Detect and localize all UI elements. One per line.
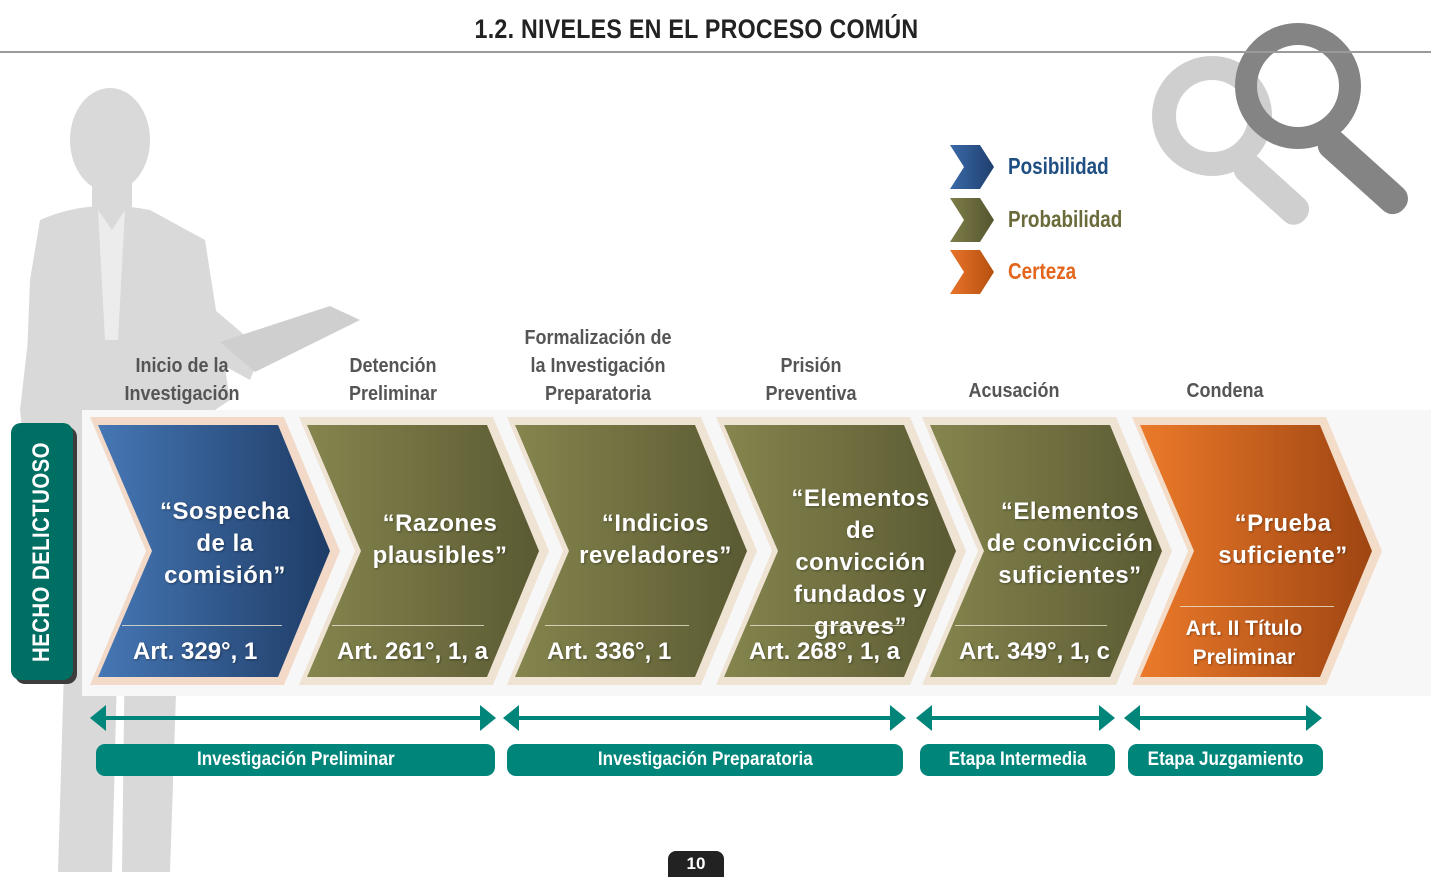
chevron-stage-6 [1132, 417, 1382, 685]
stage-quote-3: “Indicios reveladores” [578, 508, 733, 572]
stage-article-5: Art. 349°, 1, c [959, 638, 1110, 666]
quote-line: fundados y [793, 581, 927, 608]
quote-line: de la [196, 530, 254, 557]
orange-chevron-icon [950, 250, 994, 294]
article-line: Art. 261°, 1, a [337, 638, 489, 665]
legend-label: Posibilidad [1008, 153, 1109, 179]
stage-divider [750, 625, 904, 626]
article-line: Art. II Título [1185, 617, 1303, 640]
article-line: Art. 349°, 1, c [959, 638, 1111, 665]
phase-label-text: Investigación Preliminar [196, 749, 395, 770]
phase-label-text: Etapa Intermedia [948, 749, 1087, 770]
stage-title-6: Condena [1131, 377, 1320, 405]
quote-line: “Razones [382, 510, 498, 537]
quote-line: suficientes” [998, 562, 1142, 589]
stage-quote-4: “Elementos de convicción fundados y grav… [778, 483, 943, 643]
stage-quote-1: “Sospecha de la comisión” [150, 496, 300, 592]
chevron-stage-4 [716, 417, 966, 685]
stage-title-4: Prisión Preventiva [717, 352, 906, 408]
hecho-delictuoso-label: HECHO DELICTUOSO [11, 423, 73, 680]
quote-line: “Sospecha [160, 498, 290, 525]
quote-line: plausibles” [372, 542, 508, 569]
phase-label-text: Investigación Preparatoria [597, 749, 813, 770]
stage-article-4: Art. 268°, 1, a [749, 638, 900, 666]
stage-title-line: Preparatoria [544, 383, 652, 405]
stage-title-line: Preliminar [348, 383, 438, 405]
chevron-stage-1 [90, 417, 340, 685]
quote-line: “Elementos [791, 485, 930, 512]
quote-line: “Prueba [1234, 510, 1332, 537]
quote-line: comisión” [164, 562, 286, 589]
page-title: 1.2. NIVELES EN EL PROCESO COMÚN [474, 14, 919, 44]
stage-title-line: Prisión [780, 355, 842, 377]
phase-label-1: Investigación Preliminar [96, 744, 495, 776]
stage-title-3: Formalización de la Investigación Prepar… [504, 324, 693, 408]
stage-title-1: Inicio de la Investigación [88, 352, 277, 408]
stage-quote-5: “Elementos de convicción suficientes” [986, 496, 1154, 592]
chevron-stage-2 [299, 417, 549, 685]
quote-line: de convicción [795, 517, 926, 576]
phase-arrow-3 [916, 705, 1115, 731]
chevron-stage-3 [507, 417, 757, 685]
stage-article-6: Art. II Título Preliminar [1184, 614, 1304, 672]
stage-title-5: Acusación [920, 377, 1109, 405]
blue-chevron-icon [950, 145, 994, 189]
phase-arrow-1 [90, 705, 496, 731]
stage-article-2: Art. 261°, 1, a [337, 638, 488, 666]
article-line: Art. 268°, 1, a [749, 638, 901, 665]
quote-line: “Indicios [601, 510, 710, 537]
quote-line: graves” [814, 613, 907, 640]
quote-line: suficiente” [1218, 542, 1348, 569]
magnifier-icon [1152, 23, 1408, 225]
article-line: Art. 336°, 1 [547, 638, 672, 665]
page-number: 10 [668, 851, 724, 877]
legend-label: Certeza [1008, 258, 1077, 284]
quote-line: de convicción [986, 530, 1154, 557]
stage-title-line: Inicio de la [135, 355, 229, 377]
stage-divider [122, 625, 282, 626]
quote-line: “Elementos [1000, 498, 1140, 525]
stage-title-line: Formalización de [524, 327, 672, 349]
phase-label-4: Etapa Juzgamiento [1128, 744, 1323, 776]
stage-divider [332, 625, 484, 626]
phase-arrow-2 [503, 705, 906, 731]
title-divider [0, 51, 1431, 53]
phase-label-text: Etapa Juzgamiento [1147, 749, 1304, 770]
stage-title-line: Acusación [968, 380, 1060, 402]
phase-label-2: Investigación Preparatoria [507, 744, 903, 776]
article-line: Art. 329°, 1 [133, 638, 258, 665]
stage-divider [545, 625, 689, 626]
stage-quote-2: “Razones plausibles” [372, 508, 508, 572]
stage-title-line: la Investigación [530, 355, 666, 377]
stage-article-3: Art. 336°, 1 [547, 638, 671, 666]
olive-chevron-icon [950, 198, 994, 242]
stage-quote-6: “Prueba suficiente” [1208, 508, 1358, 572]
phase-label-3: Etapa Intermedia [920, 744, 1115, 776]
legend-label: Probabilidad [1008, 206, 1123, 232]
stage-article-1: Art. 329°, 1 [133, 638, 257, 666]
phase-arrow-4 [1124, 705, 1322, 731]
quote-line: reveladores” [579, 542, 732, 569]
chevron-stage-5 [922, 417, 1172, 685]
side-label-text: HECHO DELICTUOSO [28, 441, 55, 662]
stage-title-line: Detención [349, 355, 437, 377]
stage-title-line: Investigación [124, 383, 240, 405]
stage-divider [1180, 606, 1334, 607]
stage-title-line: Condena [1186, 380, 1264, 402]
article-line: Preliminar [1192, 646, 1296, 669]
stage-title-2: Detención Preliminar [299, 352, 488, 408]
stage-divider [955, 625, 1107, 626]
stage-title-line: Preventiva [765, 383, 857, 405]
